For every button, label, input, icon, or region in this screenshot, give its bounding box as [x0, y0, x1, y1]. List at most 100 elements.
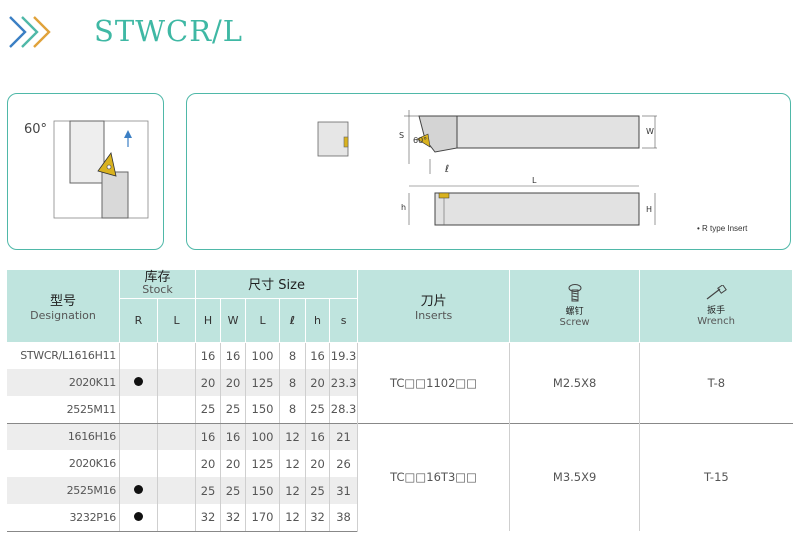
table-row: 1616H16 16 16 100 12 16 21 TC□□16T3□□ M3… — [6, 422, 793, 531]
size-cell: 31 — [329, 477, 358, 504]
dim-l-small-label: ℓ — [445, 164, 450, 175]
size-cell: 38 — [329, 504, 358, 532]
tool-dimension-diagram — [317, 110, 657, 226]
spec-table-body: STWCR/L1616H11 16 16 100 8 16 19.3 TC□□1… — [6, 342, 793, 532]
designation-cell: 1616H16 — [6, 422, 120, 450]
spec-table: 型号 Designation 库存 Stock 尺寸 Size 刀片 Inser… — [6, 270, 794, 532]
designation-cell: 2525M16 — [6, 477, 120, 504]
size-cell: 125 — [245, 450, 280, 477]
size-cell: 12 — [279, 477, 306, 504]
stock-header: 库存 Stock — [118, 270, 197, 299]
table-row: 3232P16 32 32 170 12 32 38 — [6, 504, 793, 532]
size-cell: 16 — [305, 342, 330, 369]
tool-dimension-panel: S 60° W ℓ L h H • R type Insert — [186, 93, 791, 250]
size-cell: 32 — [305, 504, 330, 532]
size-s-header: s — [329, 298, 359, 343]
stock-l-header: L — [156, 298, 197, 343]
stock-r-cell — [119, 477, 158, 504]
dim-w-label: W — [646, 127, 654, 136]
size-cell: 25 — [305, 396, 330, 424]
designation-header: 型号 Designation — [6, 270, 120, 343]
size-cell: 32 — [195, 504, 221, 532]
designation-cell: 2020K16 — [68, 457, 116, 470]
size-cell: 20 — [220, 450, 246, 477]
designation-cell: STWCR/L1616H11 — [20, 349, 116, 363]
size-cell: 20 — [305, 450, 330, 477]
size-cell: 8 — [279, 369, 306, 396]
designation-cell: 3232P16 — [6, 504, 120, 532]
size-h-small-header: h — [305, 298, 331, 343]
size-h-header: H — [195, 298, 222, 343]
size-cell: 12 — [279, 450, 306, 477]
screw-header: 螺钉 Screw — [509, 270, 641, 343]
size-cell: 26 — [329, 450, 358, 477]
dim-s-label: S — [399, 131, 405, 140]
table-row: 2525M11 25 25 150 8 25 28.3 — [6, 396, 793, 424]
stock-r-header: R — [119, 298, 158, 343]
size-l-header: ℓ — [279, 298, 307, 343]
spec-table-head: 型号 Designation 库存 Stock 尺寸 Size 刀片 Inser… — [6, 270, 794, 343]
size-cell: 100 — [245, 422, 280, 450]
screw-cell: M2.5X8 — [509, 342, 640, 423]
stock-dot-icon — [134, 485, 143, 494]
stock-l-cell — [156, 342, 196, 369]
screw-cell: M3.5X9 — [509, 422, 640, 531]
size-w-header: W — [220, 298, 247, 343]
size-cell: 21 — [329, 422, 358, 450]
stock-r-cell — [119, 342, 158, 369]
designation-cell: 2525M11 — [6, 396, 120, 424]
designation-cell: 2020K11 — [6, 369, 120, 396]
size-header: 尺寸 Size — [195, 270, 359, 299]
size-cell: 12 — [279, 504, 306, 532]
dim-h-small-label: h — [401, 203, 407, 212]
stock-l-cell — [156, 450, 196, 477]
stock-r-cell — [119, 369, 158, 396]
stock-dot-icon — [134, 511, 143, 521]
wrench-cell: T-15 — [639, 422, 793, 531]
wrench-icon — [706, 284, 727, 300]
size-L-header: L — [245, 298, 281, 343]
stock-dot-icon — [134, 377, 143, 386]
stock-l-cell — [156, 422, 196, 450]
size-cell: 16 — [195, 342, 221, 369]
size-cell: 8 — [279, 396, 306, 424]
size-cell: 25 — [305, 477, 330, 504]
insert-angle-diagram — [53, 120, 149, 219]
insert-angle-panel: 60° — [7, 93, 164, 250]
size-cell: 32 — [220, 504, 246, 532]
screw-icon — [568, 283, 582, 302]
dim-h-label: H — [646, 205, 653, 214]
size-cell: 20 — [195, 369, 221, 396]
size-cell: 170 — [245, 504, 280, 532]
insert-type-note: • R type Insert — [697, 224, 748, 233]
size-cell: 100 — [245, 342, 280, 369]
wrench-header: 扳手 Wrench — [639, 270, 794, 343]
table-row: STWCR/L1616H11 16 16 100 8 16 19.3 TC□□1… — [7, 342, 793, 423]
inserts-header: 刀片 Inserts — [357, 270, 511, 343]
wrench-cell: T-8 — [639, 342, 793, 423]
stock-r-cell — [119, 422, 158, 450]
stock-l-cell — [156, 396, 196, 424]
size-cell: 25 — [195, 477, 221, 504]
insert-cell: TC□□16T3□□ — [357, 422, 510, 531]
size-cell: 20 — [220, 369, 246, 396]
size-cell: 16 — [305, 422, 330, 450]
stock-l-cell — [156, 504, 196, 532]
size-cell: 150 — [245, 396, 280, 424]
size-cell: 25 — [195, 396, 221, 424]
size-cell: 23.3 — [329, 369, 358, 396]
stock-r-cell — [119, 396, 158, 424]
size-cell: 25 — [220, 396, 246, 424]
size-cell: 125 — [245, 369, 280, 396]
size-cell: 12 — [279, 422, 306, 450]
stock-l-cell — [156, 477, 196, 504]
table-row: 2020K16 20 20 125 12 20 26 — [7, 450, 793, 477]
size-cell: 8 — [279, 342, 306, 369]
table-row: 2525M16 25 25 150 12 25 31 — [6, 477, 793, 504]
size-cell: 25 — [220, 477, 246, 504]
table-row: 2020K11 20 20 125 8 20 23.3 — [6, 369, 793, 396]
page-header: STWCR/L — [0, 0, 801, 60]
stock-r-cell — [119, 504, 158, 532]
stock-l-cell — [156, 369, 196, 396]
size-cell: 16 — [220, 342, 246, 369]
